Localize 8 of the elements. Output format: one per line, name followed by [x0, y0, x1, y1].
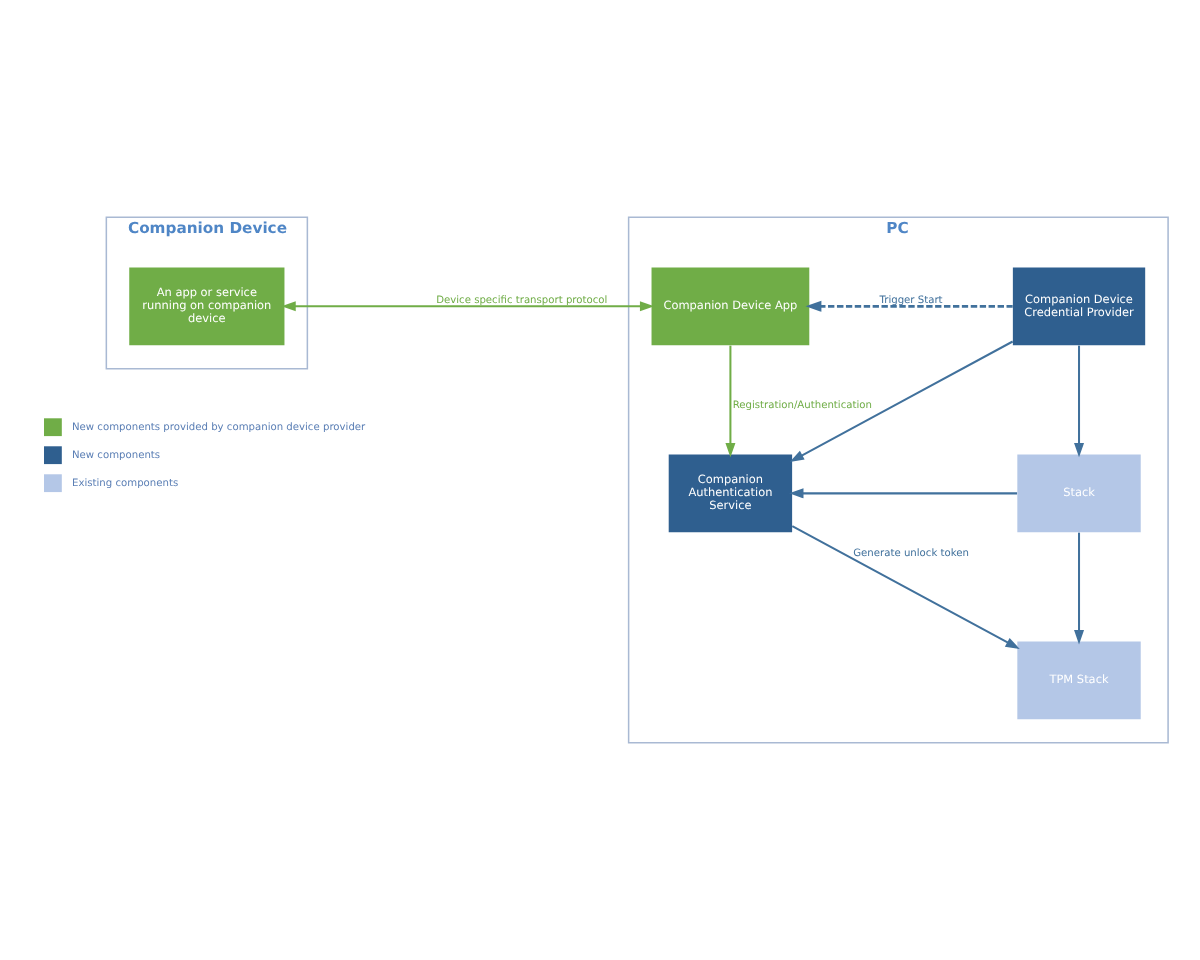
arrow — [789, 340, 1014, 462]
arrow — [281, 301, 655, 312]
arrow — [789, 488, 1018, 499]
arrow — [1074, 345, 1085, 458]
arrow — [805, 300, 1013, 312]
arrow — [1074, 532, 1085, 645]
arrow — [725, 345, 736, 458]
arrow — [791, 525, 1020, 650]
